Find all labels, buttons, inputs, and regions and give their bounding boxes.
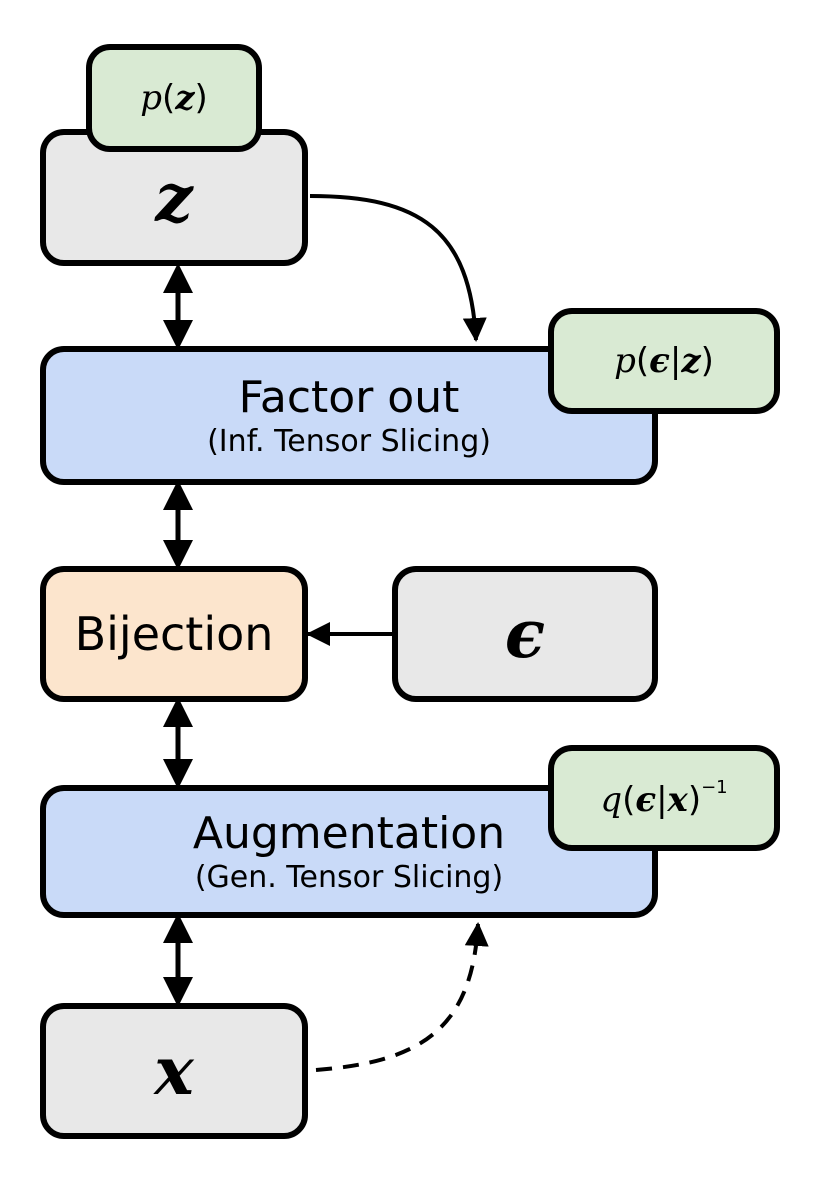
- augmentation-dist-label: q(ϵ|x)−1: [600, 776, 728, 820]
- data-x-symbol: x: [154, 1032, 194, 1110]
- factor-out-subtitle: (Inf. Tensor Slicing): [207, 423, 491, 459]
- latent-z-box: z: [40, 129, 308, 266]
- augmentation-title: Augmentation: [192, 807, 506, 859]
- bijection-title: Bijection: [74, 607, 274, 661]
- data-x-box: x: [40, 1003, 308, 1139]
- factor-dist-label: p(ϵ|z): [614, 341, 714, 381]
- arrow-z-to-factor-curve: [309, 194, 487, 342]
- noise-epsilon-box: ϵ: [392, 566, 658, 702]
- latent-z-symbol: z: [155, 158, 193, 237]
- bijection-box: Bijection: [40, 566, 308, 702]
- arrow-x-to-augmentation-dashed: [315, 922, 489, 1072]
- factor-dist-tag: p(ϵ|z): [548, 308, 780, 414]
- augmentation-subtitle: (Gen. Tensor Slicing): [194, 859, 504, 895]
- factor-out-box: Factor out (Inf. Tensor Slicing): [40, 346, 658, 485]
- noise-epsilon-symbol: ϵ: [504, 595, 546, 673]
- prior-pz-label: p(z): [140, 78, 208, 118]
- factor-out-title: Factor out: [238, 371, 460, 423]
- augmentation-dist-tag: q(ϵ|x)−1: [548, 745, 780, 851]
- prior-pz-tag: p(z): [86, 44, 262, 152]
